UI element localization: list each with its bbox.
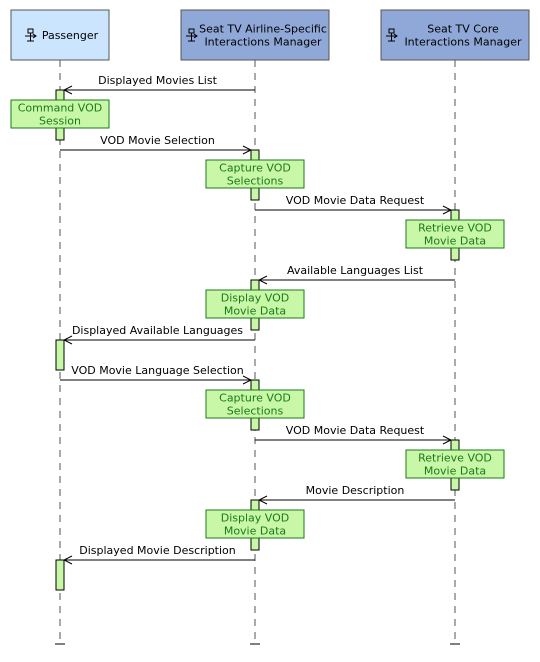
action-label: Capture VOD	[219, 392, 291, 405]
action-box	[205, 159, 305, 189]
message-4[interactable]: Available Languages List	[259, 264, 455, 280]
message-label: Available Languages List	[287, 264, 424, 277]
action-label: Movie Data	[224, 305, 286, 318]
message-label: VOD Movie Selection	[100, 134, 215, 147]
activation-5[interactable]	[55, 339, 65, 371]
action-label: Movie Data	[424, 465, 486, 478]
action-label: Movie Data	[424, 235, 486, 248]
action-label: Retrieve VOD	[418, 452, 492, 465]
action-box	[10, 99, 110, 129]
activation-9[interactable]	[55, 559, 65, 591]
participant-box	[380, 9, 530, 61]
action-label: Retrieve VOD	[418, 222, 492, 235]
participant-label: Passenger	[42, 29, 99, 42]
message-3[interactable]: VOD Movie Data Request	[255, 194, 451, 210]
message-2[interactable]: VOD Movie Selection	[60, 134, 251, 150]
component-icon	[186, 28, 198, 42]
message-9[interactable]: Displayed Movie Description	[64, 544, 255, 560]
message-label: Movie Description	[306, 484, 405, 497]
activation-bar	[55, 559, 65, 591]
action-label: Selections	[227, 175, 284, 188]
message-6[interactable]: VOD Movie Language Selection	[60, 364, 251, 380]
participant-label: Interactions Manager	[404, 36, 522, 49]
activation-bar	[55, 339, 65, 371]
action-box	[205, 389, 305, 419]
action-box	[405, 219, 505, 249]
action-box	[205, 289, 305, 319]
message-label: Displayed Movie Description	[79, 544, 236, 557]
action-label: Session	[39, 115, 81, 128]
component-icon	[25, 28, 37, 42]
participant-label: Interactions Manager	[204, 36, 322, 49]
action-label: Display VOD	[221, 512, 290, 525]
message-7[interactable]: VOD Movie Data Request	[255, 424, 451, 440]
message-label: Displayed Movies List	[98, 74, 217, 87]
action-label: Selections	[227, 405, 284, 418]
action-box	[205, 509, 305, 539]
action-label: Command VOD	[18, 102, 103, 115]
message-8[interactable]: Movie Description	[259, 484, 455, 500]
action-label: Display VOD	[221, 292, 290, 305]
participant-box	[180, 9, 330, 61]
message-label: Displayed Available Languages	[72, 324, 243, 337]
participant-label: Seat TV Core	[427, 23, 499, 36]
action-label: Movie Data	[224, 525, 286, 538]
participant-p[interactable]: Passenger	[10, 9, 110, 61]
message-label: VOD Movie Language Selection	[71, 364, 244, 377]
participant-label: Seat TV Airline-Specific	[199, 23, 327, 36]
action-box	[405, 449, 505, 479]
action-label: Capture VOD	[219, 162, 291, 175]
message-label: VOD Movie Data Request	[286, 194, 425, 207]
component-icon	[386, 28, 398, 42]
message-label: VOD Movie Data Request	[286, 424, 425, 437]
participant-box	[10, 9, 110, 61]
message-5[interactable]: Displayed Available Languages	[64, 324, 255, 340]
message-1[interactable]: Displayed Movies List	[64, 74, 255, 90]
